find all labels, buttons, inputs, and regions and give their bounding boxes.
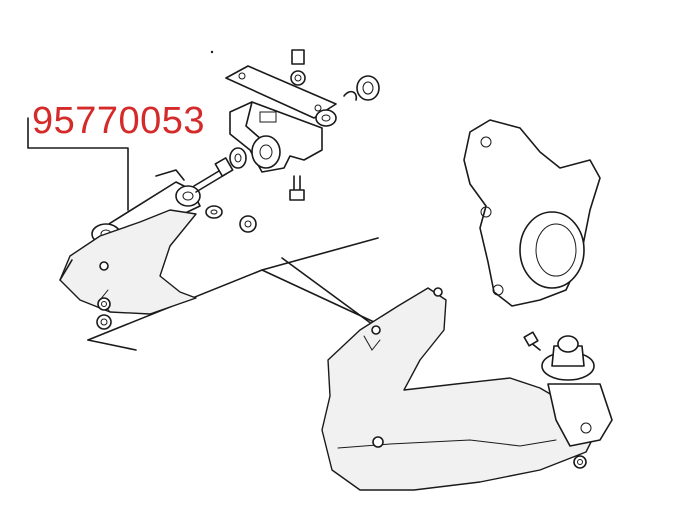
part-callout-bracket — [27, 117, 129, 211]
small-nuts-left — [96, 297, 112, 330]
upper-mount-plate — [225, 65, 337, 119]
stray-dot — [210, 50, 214, 54]
bushing-bracket — [229, 101, 323, 173]
part-number-label: 95770053 — [32, 100, 206, 142]
assembly-guide-lines — [87, 237, 381, 351]
ball-joint — [523, 331, 613, 469]
arm-stud — [193, 157, 234, 219]
vertical-bolt — [239, 175, 305, 233]
bushing-washers — [229, 49, 380, 169]
chassis-bracket-left — [59, 209, 197, 315]
steering-knuckle — [463, 119, 601, 307]
